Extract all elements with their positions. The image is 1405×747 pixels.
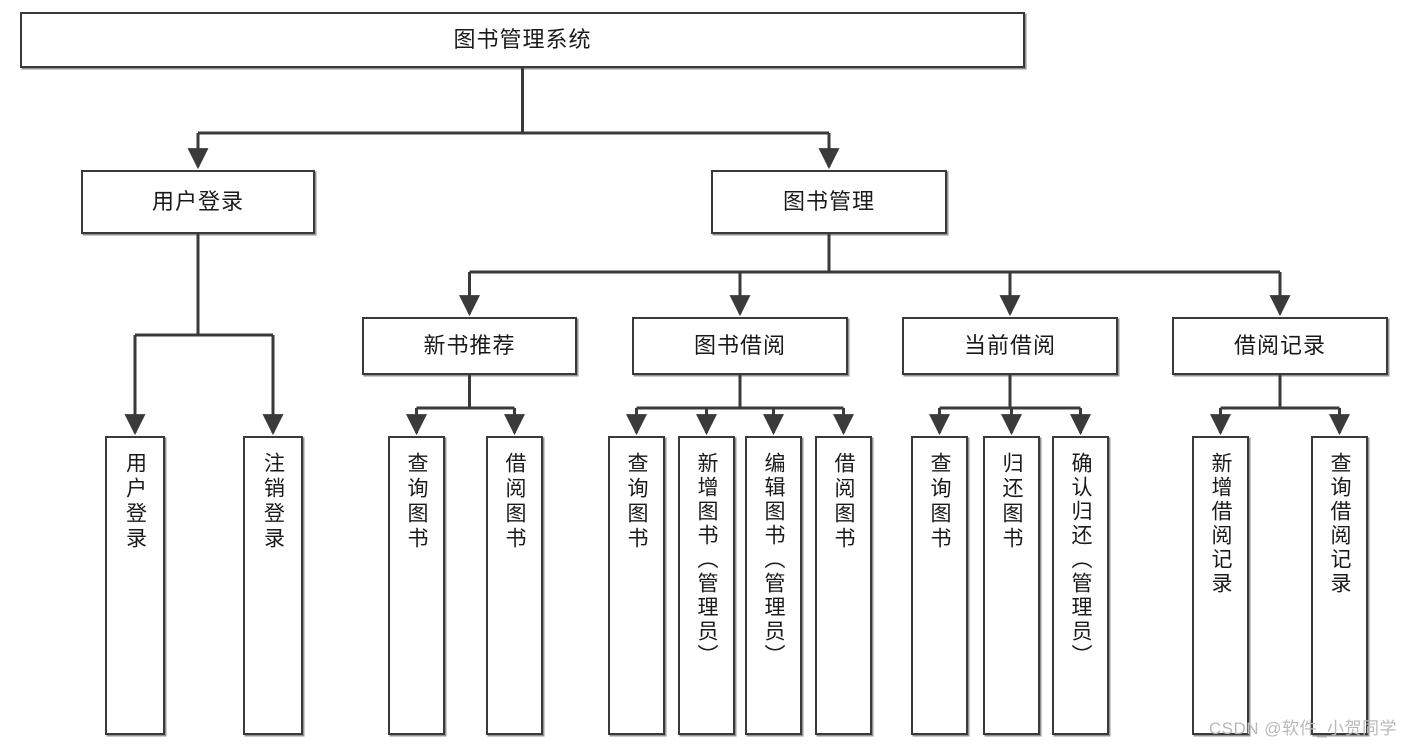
node-leaf-query-book-1: 查询图书 <box>388 436 445 735</box>
node-label: 借阅图书 <box>503 452 526 552</box>
node-label: 借阅记录 <box>1233 333 1326 359</box>
csdn-watermark: CSDN @软件_小贺同学 <box>1208 719 1397 738</box>
node-label: 查询图书 <box>928 452 951 552</box>
node-current-borrow: 当前借阅 <box>902 317 1118 375</box>
node-leaf-return-book: 归还图书 <box>983 436 1040 735</box>
node-label: 确认归还（管理员） <box>1069 452 1092 668</box>
node-label: 图书管理 <box>782 189 875 215</box>
node-leaf-add-book: 新增图书（管理员） <box>678 436 735 735</box>
node-leaf-logout: 注销登录 <box>243 436 303 735</box>
node-leaf-user-login: 用户登录 <box>105 436 165 735</box>
node-book-manage: 图书管理 <box>711 170 947 234</box>
node-label: 查询借阅记录 <box>1328 452 1351 596</box>
node-label: 用户登录 <box>123 452 147 552</box>
node-label: 图书管理系统 <box>453 27 592 53</box>
node-label: 新增借阅记录 <box>1209 452 1232 596</box>
node-user-login: 用户登录 <box>81 170 315 234</box>
node-label: 注销登录 <box>261 452 285 552</box>
node-leaf-add-record: 新增借阅记录 <box>1192 436 1249 735</box>
node-leaf-borrow-book-2: 借阅图书 <box>815 436 872 735</box>
node-book-borrow: 图书借阅 <box>632 317 848 375</box>
node-label: 新书推荐 <box>423 333 516 359</box>
node-label: 查询图书 <box>625 452 648 552</box>
node-label: 借阅图书 <box>832 452 855 552</box>
node-leaf-query-book-3: 查询图书 <box>911 436 968 735</box>
node-label: 归还图书 <box>1000 452 1023 552</box>
node-leaf-query-book-2: 查询图书 <box>608 436 665 735</box>
node-leaf-edit-book: 编辑图书（管理员） <box>745 436 802 735</box>
node-label: 图书借阅 <box>693 333 786 359</box>
node-root: 图书管理系统 <box>20 12 1025 68</box>
node-leaf-borrow-book-1: 借阅图书 <box>486 436 543 735</box>
node-label: 当前借阅 <box>963 333 1056 359</box>
node-new-book-rec: 新书推荐 <box>362 317 577 375</box>
node-label: 编辑图书（管理员） <box>762 452 785 668</box>
node-label: 用户登录 <box>151 189 244 215</box>
node-label: 新增图书（管理员） <box>695 452 718 668</box>
node-label: 查询图书 <box>405 452 428 552</box>
node-leaf-confirm-return: 确认归还（管理员） <box>1052 436 1109 735</box>
node-borrow-record: 借阅记录 <box>1172 317 1388 375</box>
node-leaf-query-record: 查询借阅记录 <box>1311 436 1368 735</box>
